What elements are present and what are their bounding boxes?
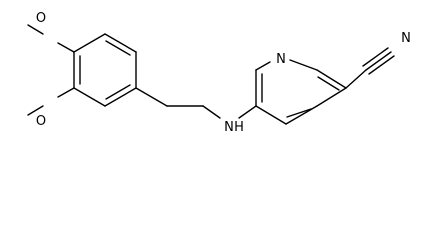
pyridine-ring: [255, 59, 347, 125]
nitrile-n-label: N: [401, 31, 411, 46]
methoxy-upper: [27, 24, 75, 53]
benzene-ring: [73, 33, 137, 107]
bond: [255, 61, 271, 71]
bond: [238, 105, 257, 119]
molecule-drawing: O O N H N N: [27, 11, 411, 135]
triple-bond-side: [368, 55, 395, 75]
triple-bond-side: [362, 47, 389, 67]
oxygen-label-upper: O: [36, 11, 46, 26]
bond: [316, 87, 347, 107]
bond: [202, 105, 221, 119]
bond: [73, 87, 106, 107]
double-bond-inner: [105, 84, 131, 100]
methyl-bond: [27, 105, 44, 116]
bond: [285, 105, 318, 125]
bond: [289, 59, 318, 71]
bond: [73, 33, 106, 53]
triple-bond-center: [365, 51, 392, 71]
nitrile-group: [345, 47, 395, 89]
pyridine-n-label: N: [276, 52, 286, 67]
double-bond-inner: [317, 76, 340, 91]
methyl-bond: [27, 24, 44, 35]
amine-label: N: [224, 120, 234, 135]
bond: [104, 33, 137, 53]
double-bond-inner: [105, 40, 131, 56]
bond: [57, 42, 75, 53]
structure-diagram: O O N H N N: [27, 11, 411, 135]
methoxy-lower: [27, 87, 75, 116]
bond: [345, 69, 367, 89]
bond: [57, 87, 75, 98]
bond: [255, 105, 287, 125]
oxygen-label-lower: O: [36, 114, 46, 129]
bond: [104, 87, 137, 107]
bond: [316, 69, 347, 89]
ethyl-chain: [135, 87, 257, 119]
amine-h-label: H: [234, 120, 244, 135]
double-bond-inner: [286, 108, 312, 118]
bond: [135, 87, 168, 107]
